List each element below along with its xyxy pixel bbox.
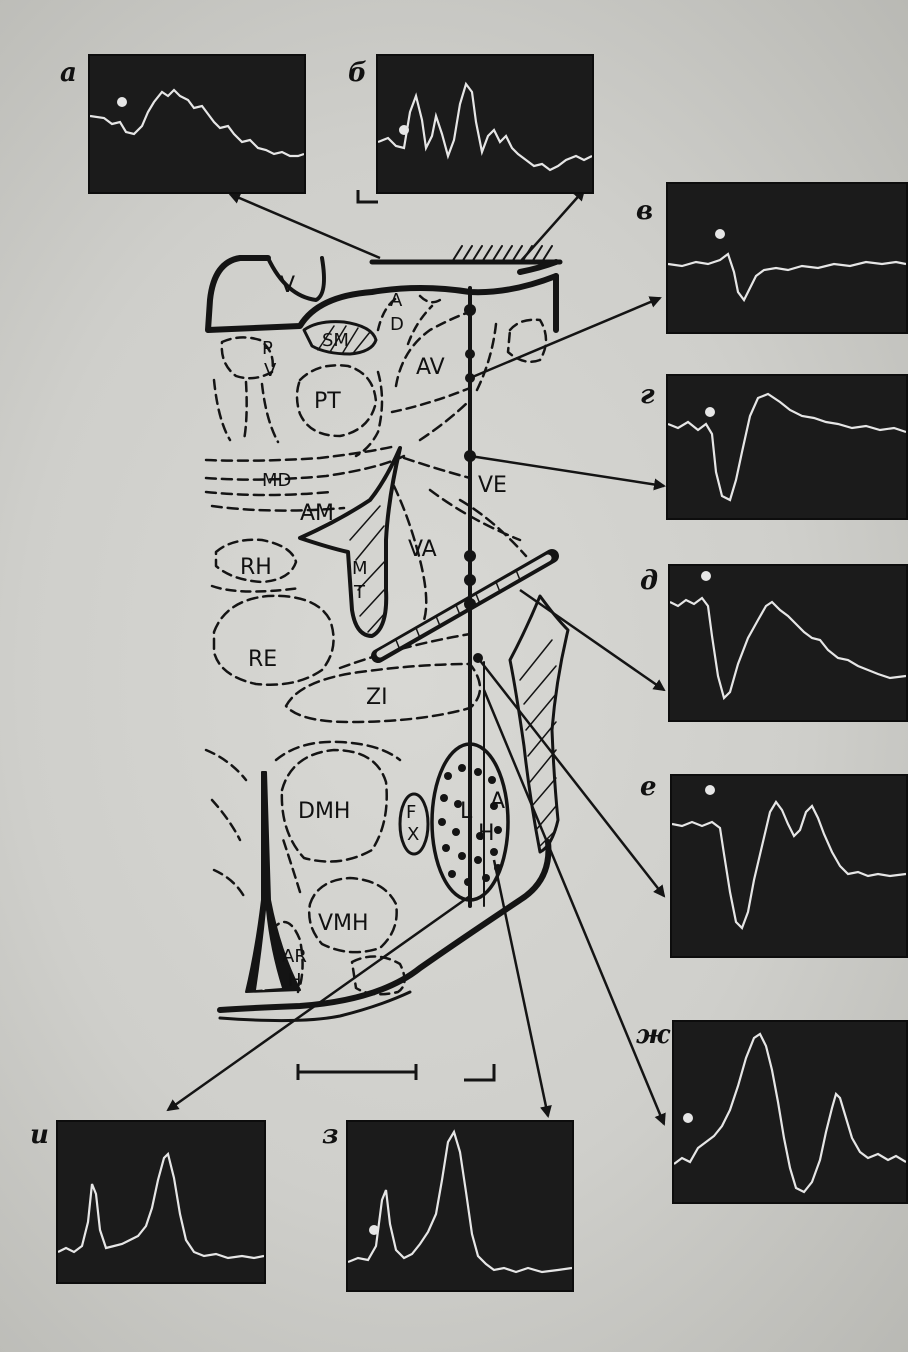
- label-lha-a: A: [490, 789, 505, 814]
- trace-panel-e: [670, 774, 908, 958]
- label-v-top: V: [280, 273, 295, 298]
- dorsal-outline: [208, 258, 556, 330]
- label-zi: ZI: [366, 685, 388, 710]
- panel-letter-e: е: [640, 772, 657, 802]
- panel-letter-d: д: [640, 566, 658, 596]
- trace-panel-z: [346, 1120, 574, 1292]
- label-sm: SM: [322, 330, 349, 351]
- label-fx-x: X: [407, 824, 419, 845]
- trace-panel-v: [666, 182, 908, 334]
- label-mt-m: M: [352, 558, 368, 579]
- label-mt-t: T: [353, 582, 366, 603]
- panel-letter-g: г: [640, 380, 655, 410]
- trace-panel-i: [56, 1120, 266, 1284]
- label-lha-h: H: [478, 821, 495, 846]
- label-ad-a: A: [390, 290, 403, 311]
- label-pv-v: V: [264, 360, 277, 381]
- label-lha-l: L: [460, 799, 473, 824]
- calibration-mark-top: [358, 190, 378, 202]
- label-fx-f: F: [406, 802, 416, 823]
- trace-panel-a: [88, 54, 306, 194]
- label-am: AM: [300, 501, 334, 526]
- label-v-bottom: V: [258, 975, 269, 994]
- panel-letter-i: и: [30, 1120, 49, 1150]
- label-ad-d: D: [390, 314, 404, 335]
- panel-letter-v: в: [636, 196, 653, 226]
- label-pv-p: P: [262, 338, 273, 359]
- panel-letter-b: б: [348, 58, 367, 88]
- label-arh-h: H: [288, 970, 302, 991]
- lateral-ventricle-outline: [268, 258, 324, 300]
- internal-capsule-strip: [510, 596, 568, 852]
- trace-panel-zh: [672, 1020, 908, 1204]
- label-dmh: DMH: [298, 799, 350, 824]
- label-ve: VE: [478, 473, 507, 498]
- scale-bar: [298, 1064, 416, 1080]
- trace-panel-b: [376, 54, 594, 194]
- label-re: RE: [248, 647, 277, 672]
- calibration-mark-bottom: [464, 1064, 494, 1080]
- trace-panel-g: [666, 374, 908, 520]
- label-md: MD: [262, 470, 291, 491]
- trace-panel-d: [668, 564, 908, 722]
- label-va: VA: [408, 537, 437, 562]
- label-av: AV: [416, 355, 445, 380]
- panel-letter-a: а: [60, 58, 77, 88]
- label-rh: RH: [240, 555, 272, 580]
- am-mt-wedge: [300, 448, 400, 636]
- panel-letter-zh: ж: [636, 1020, 670, 1050]
- panel-letter-z: з: [322, 1120, 339, 1150]
- label-arh-ar: AR: [282, 946, 307, 967]
- label-vmh: VMH: [318, 911, 369, 936]
- label-pt: PT: [314, 389, 341, 414]
